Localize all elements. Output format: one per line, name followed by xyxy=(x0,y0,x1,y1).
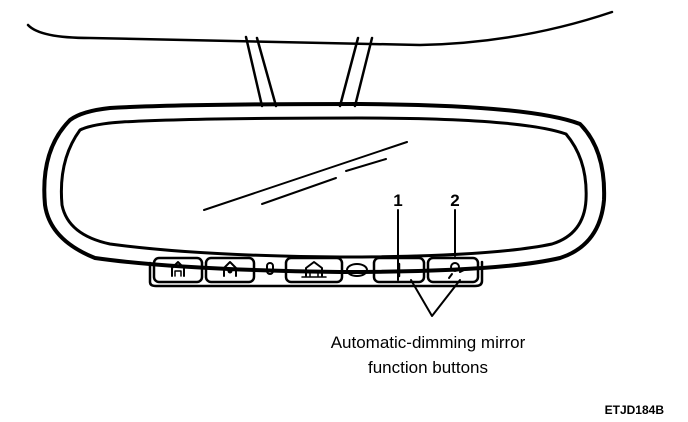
indicator-light-icon xyxy=(266,262,274,275)
sensor-lens-icon xyxy=(346,263,368,277)
function-buttons-label-line1: Automatic-dimming mirror xyxy=(331,333,526,352)
compass-display-button[interactable] xyxy=(426,256,480,284)
garage-door-opener-button-1[interactable] xyxy=(152,256,204,284)
headliner-edge xyxy=(26,10,614,47)
garage-door-opener-button-3[interactable] xyxy=(284,256,344,284)
compass-display-icon xyxy=(448,262,465,279)
callout-number-1: 1 xyxy=(393,191,402,210)
figure-code: ETJD184B xyxy=(605,403,665,417)
garage-door-opener-icon-2 xyxy=(223,261,237,277)
function-buttons-label-line2: function buttons xyxy=(368,358,488,377)
garage-door-opener-icon-3 xyxy=(301,261,327,278)
garage-door-opener-icon-1 xyxy=(171,261,185,277)
mirror-housing xyxy=(42,102,607,274)
glass-reflection xyxy=(203,141,408,211)
callout-leader-lines xyxy=(397,209,461,317)
callout-number-2: 2 xyxy=(450,191,459,210)
button-strip xyxy=(148,260,484,288)
mirror-glass xyxy=(59,116,588,259)
mirror-mount xyxy=(244,35,374,108)
garage-door-opener-button-2[interactable] xyxy=(204,256,256,284)
